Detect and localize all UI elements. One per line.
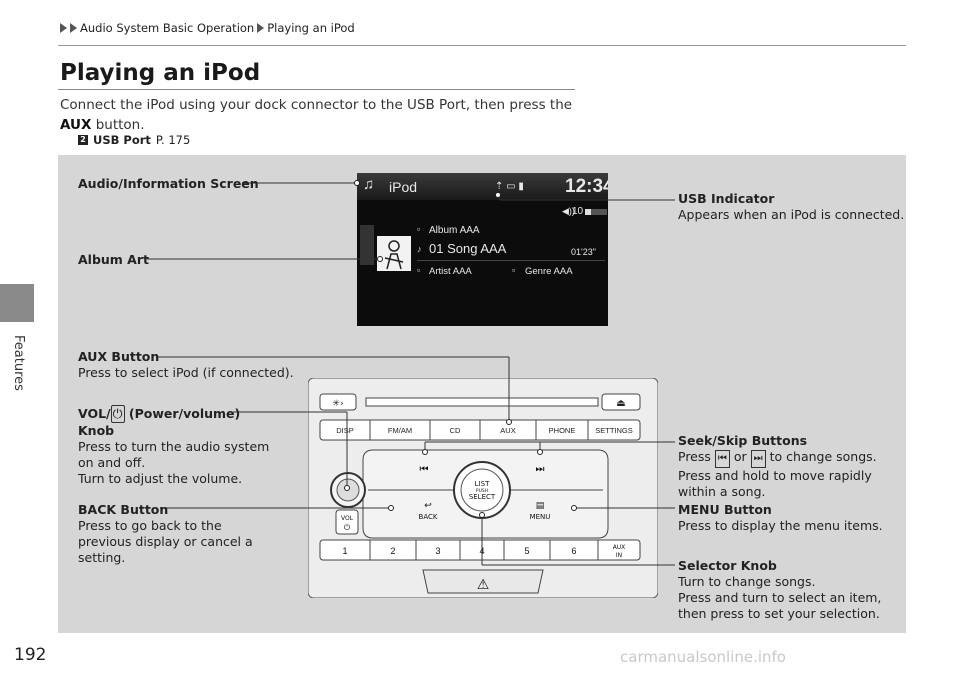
preset-2: 2 bbox=[390, 546, 395, 556]
callout-back-button: BACK Button Press to go back to the prev… bbox=[78, 502, 253, 565]
callout-seek-skip: Seek/Skip Buttons Press ⏮ or ⏭ to change… bbox=[678, 433, 877, 499]
svg-text:✳›: ✳› bbox=[332, 399, 343, 409]
volume-icon: ◀)) bbox=[562, 206, 575, 216]
skip-back-icon: ⏮ bbox=[714, 450, 730, 468]
preset-4: 4 bbox=[479, 546, 484, 556]
callout-vol-knob: VOL/⏻ (Power/volume) Knob Press to turn … bbox=[78, 405, 270, 486]
watermark: carmanualsonline.info bbox=[620, 648, 786, 666]
screen-source: iPod bbox=[389, 179, 418, 195]
svg-text:IN: IN bbox=[616, 552, 622, 559]
page-number: 192 bbox=[14, 645, 47, 665]
callout-menu-button: MENU Button Press to display the menu it… bbox=[678, 502, 883, 533]
breadcrumb-arrow-icon bbox=[60, 23, 67, 33]
aux-keyword: AUX bbox=[60, 117, 92, 133]
album-art bbox=[377, 236, 411, 271]
back-button-label: BACK bbox=[419, 513, 438, 521]
reference-icon: 2 bbox=[78, 135, 88, 145]
cd-button-label: CD bbox=[450, 426, 461, 435]
svg-text:AUX: AUX bbox=[613, 544, 626, 551]
audio-information-screen: ♫ iPod ⇡ ▭ ▮ 12:34 ◀)) 10 ▫ Album AAA ♪ … bbox=[357, 173, 608, 326]
header-divider bbox=[58, 45, 906, 46]
song-icon: ♪ bbox=[417, 244, 422, 254]
svg-text:⏻: ⏻ bbox=[344, 523, 351, 532]
intro-paragraph: Connect the iPod using your dock connect… bbox=[60, 97, 573, 133]
callout-selector-knob: Selector Knob Turn to change songs. Pres… bbox=[678, 558, 882, 621]
callout-audio-screen: Audio/Information Screen bbox=[78, 176, 259, 191]
volume-bar bbox=[585, 209, 607, 215]
audio-head-unit: ⏏ ✳› DISP FM/AM CD AUX PHONE SETTINGS ⏮ … bbox=[308, 378, 658, 598]
menu-button-label: MENU bbox=[530, 513, 551, 521]
back-arrow-icon: ↩ bbox=[424, 501, 432, 511]
breadcrumb-item[interactable]: Playing an iPod bbox=[267, 21, 355, 35]
svg-text:SELECT: SELECT bbox=[469, 493, 496, 501]
breadcrumb-arrow-icon bbox=[70, 23, 77, 33]
svg-text:VOL: VOL bbox=[341, 515, 354, 522]
phone-button-label: PHONE bbox=[549, 426, 576, 435]
svg-text:LIST: LIST bbox=[475, 480, 490, 488]
hazard-panel bbox=[422, 569, 544, 594]
album-art-placeholder bbox=[360, 225, 374, 265]
screen-divider bbox=[417, 260, 605, 261]
skip-forward-icon: ⏭ bbox=[750, 450, 766, 468]
screen-clock: 12:34 bbox=[565, 176, 608, 197]
callout-aux-button: AUX Button Press to select iPod (if conn… bbox=[78, 349, 294, 380]
xref-label: USB Port bbox=[93, 133, 151, 147]
settings-button-label: SETTINGS bbox=[595, 426, 633, 435]
preset-1: 1 bbox=[342, 546, 347, 556]
breadcrumb: Audio System Basic Operation Playing an … bbox=[60, 21, 355, 35]
volume-level: 10 bbox=[572, 206, 584, 217]
disp-button-label: DISP bbox=[336, 426, 354, 435]
title-divider bbox=[58, 89, 575, 90]
xref-page: P. 175 bbox=[155, 133, 191, 147]
section-tab-label: Features bbox=[11, 335, 26, 391]
aux-button-label: AUX bbox=[500, 426, 515, 435]
genre-icon: ▫ bbox=[512, 265, 516, 275]
callout-usb-indicator: USB Indicator Appears when an iPod is co… bbox=[678, 191, 905, 222]
album-name: Album AAA bbox=[429, 225, 480, 236]
artist-name: Artist AAA bbox=[429, 266, 472, 277]
song-title: 01 Song AAA bbox=[429, 241, 507, 256]
elapsed-time: 01'23" bbox=[571, 247, 596, 257]
screen-header-bar bbox=[357, 173, 608, 200]
album-icon: ▫ bbox=[417, 224, 421, 234]
fm-am-button-label: FM/AM bbox=[388, 426, 412, 435]
preset-6: 6 bbox=[571, 546, 576, 556]
seek-forward-icon: ⏭ bbox=[536, 464, 545, 475]
cd-slot bbox=[365, 397, 599, 407]
svg-text:⏏: ⏏ bbox=[616, 398, 625, 409]
power-icon: ⏻ bbox=[110, 405, 125, 423]
music-note-icon: ♫ bbox=[363, 176, 375, 193]
cross-reference-link[interactable]: 2 USB Port P. 175 bbox=[78, 133, 190, 147]
hazard-icon: ⚠ bbox=[477, 577, 490, 593]
usb-indicator-icon: ⇡ ▭ ▮ bbox=[495, 181, 524, 192]
breadcrumb-item[interactable]: Audio System Basic Operation bbox=[80, 21, 255, 35]
breadcrumb-arrow-icon bbox=[257, 23, 265, 33]
preset-3: 3 bbox=[435, 546, 440, 556]
seek-back-icon: ⏮ bbox=[420, 464, 429, 475]
menu-icon: ▤ bbox=[536, 501, 545, 511]
genre-name: Genre AAA bbox=[525, 266, 573, 277]
page-title: Playing an iPod bbox=[60, 60, 261, 86]
preset-5: 5 bbox=[524, 546, 529, 556]
brightness-button bbox=[319, 393, 357, 411]
section-tab-marker bbox=[0, 284, 34, 322]
eject-button bbox=[601, 393, 641, 411]
callout-album-art: Album Art bbox=[78, 252, 149, 267]
svg-text:PUSH: PUSH bbox=[476, 488, 488, 494]
artist-icon: ▫ bbox=[417, 265, 421, 275]
